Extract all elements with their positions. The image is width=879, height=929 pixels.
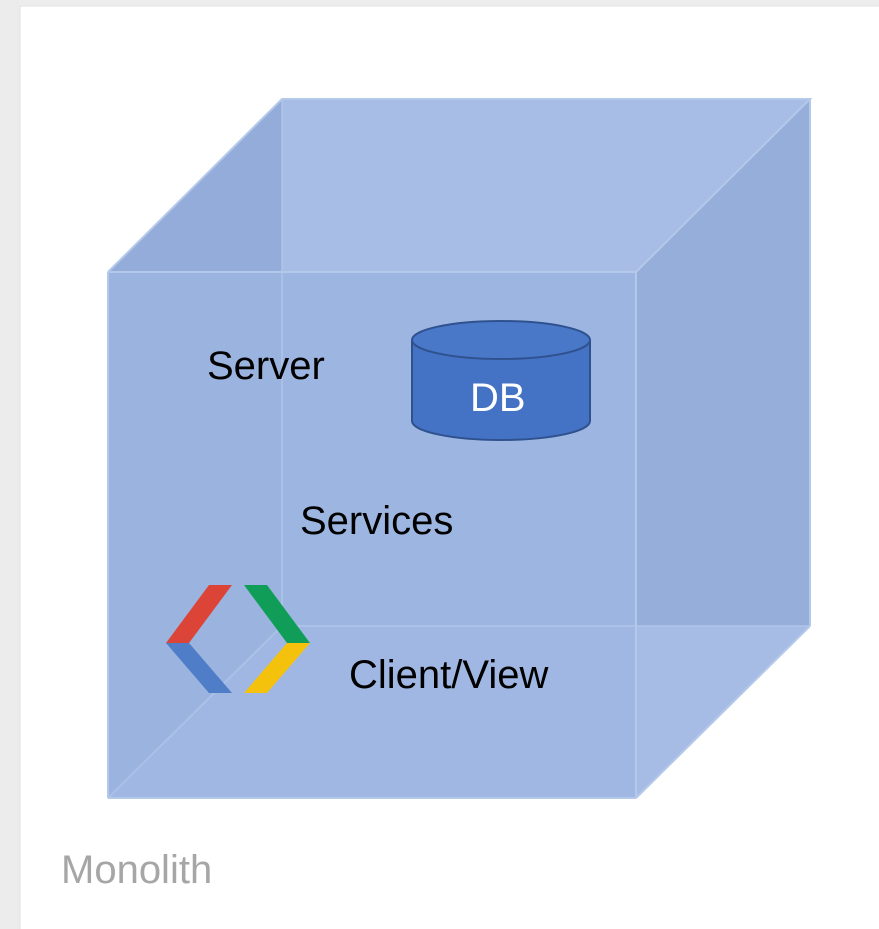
database-icon	[411, 320, 591, 441]
database-label: DB	[470, 376, 526, 420]
client-view-label: Client/View	[349, 653, 549, 697]
diagram-caption: Monolith	[61, 848, 213, 892]
cube-edges	[107, 98, 813, 799]
cube-top-face	[108, 99, 810, 272]
google-developers-icon	[166, 585, 310, 693]
server-label: Server	[207, 344, 325, 388]
services-label: Services	[300, 499, 454, 543]
cube-right-face	[636, 99, 810, 798]
